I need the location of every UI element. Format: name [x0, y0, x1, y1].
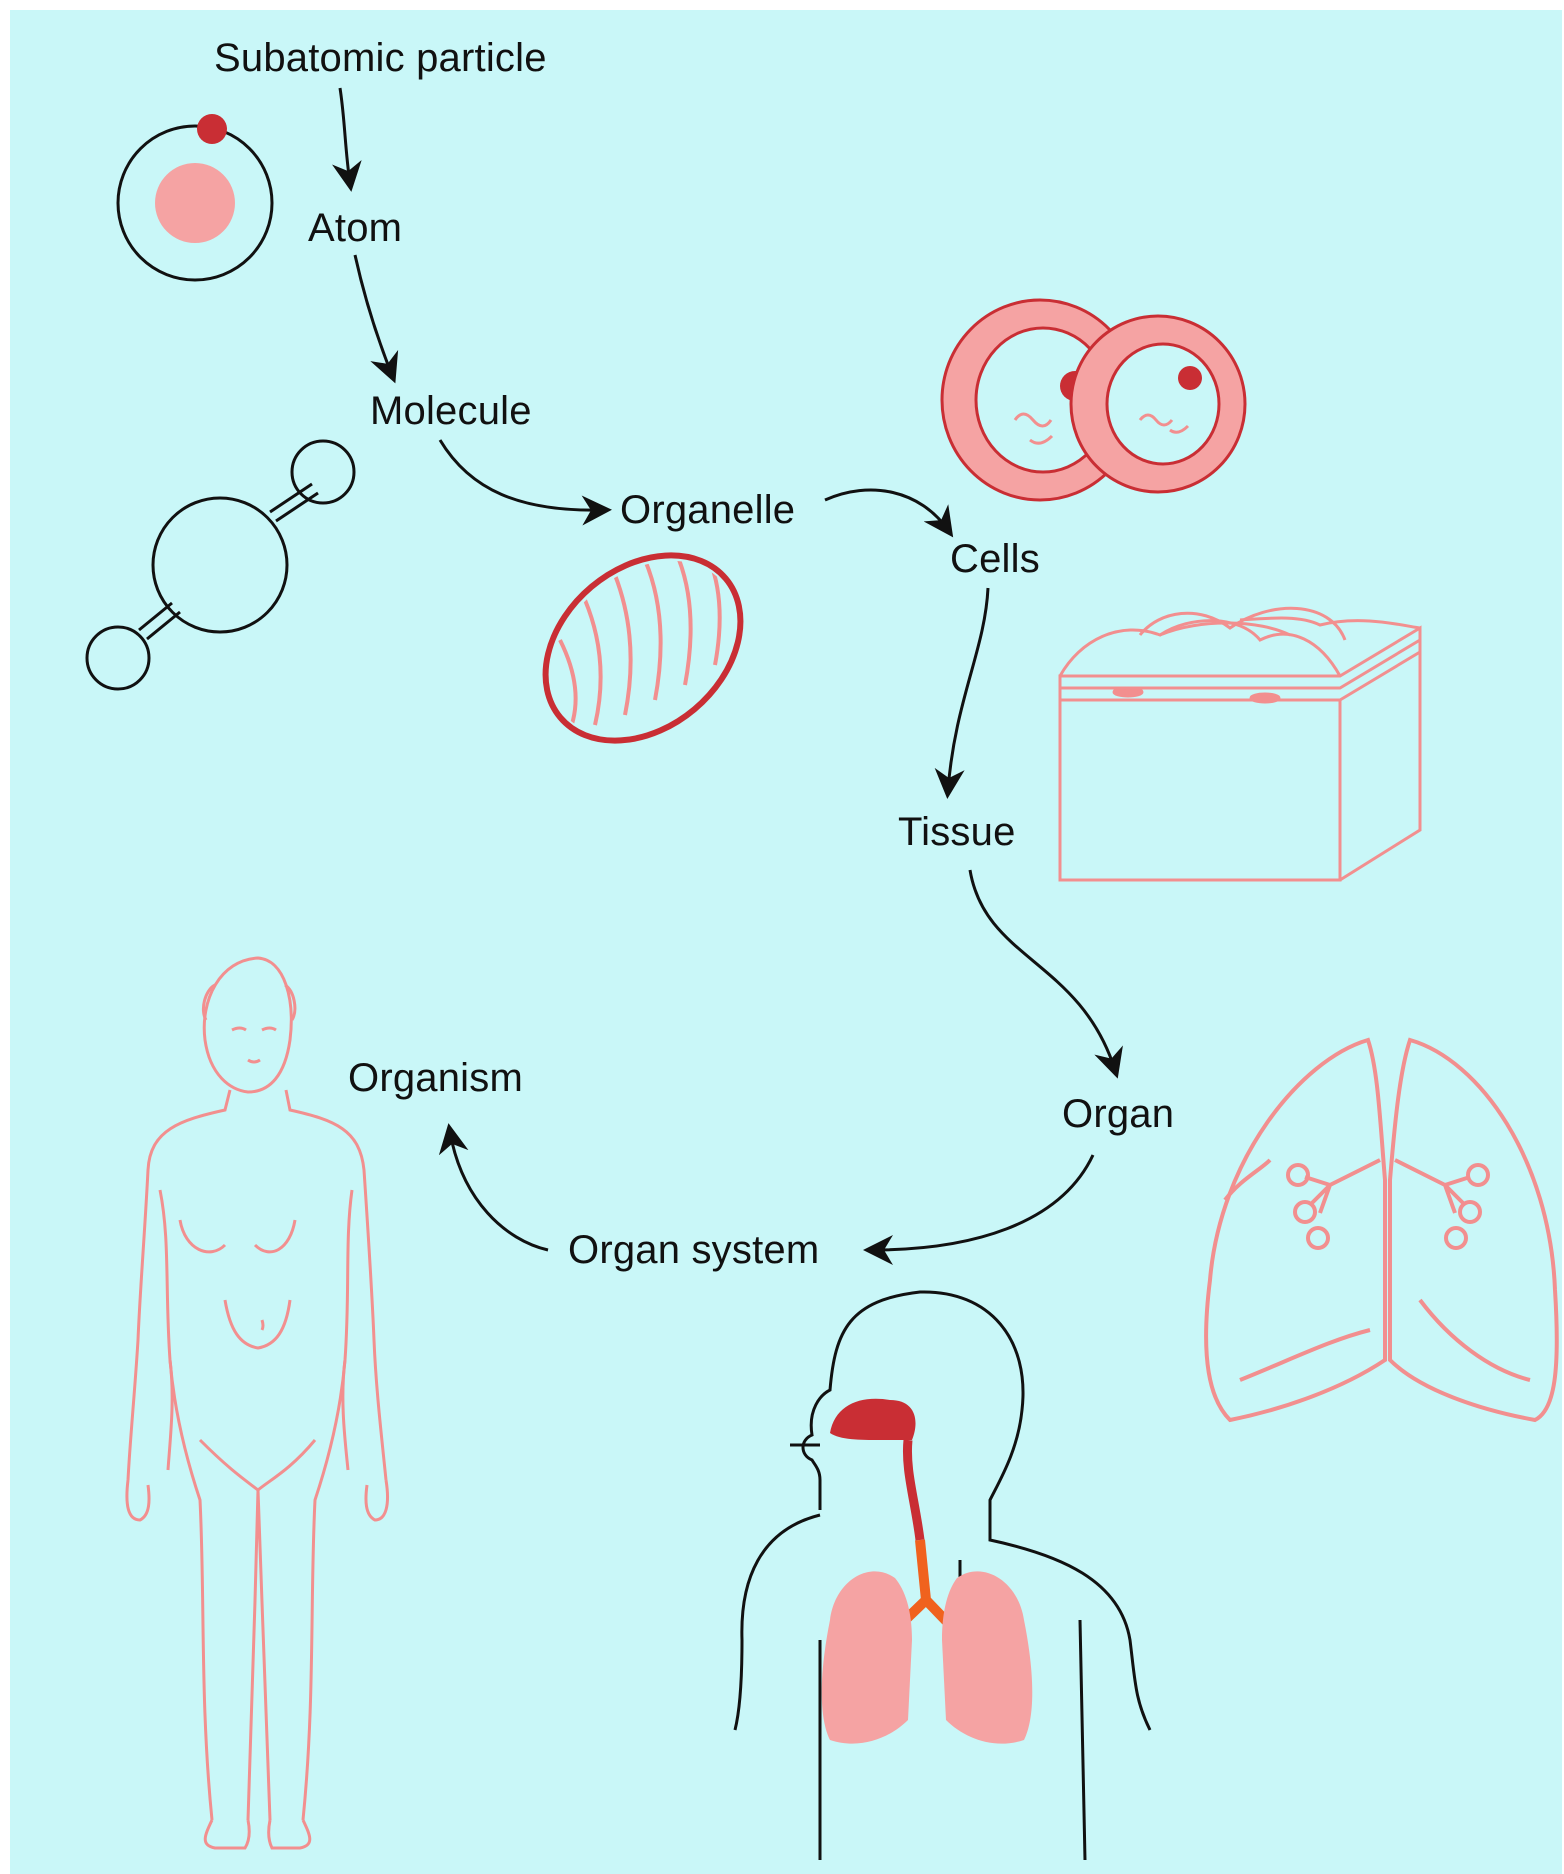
arrow-cells-to-tissue	[948, 588, 988, 790]
label-organ-system: Organ system	[568, 1230, 819, 1270]
label-cells: Cells	[950, 539, 1040, 579]
tissue-icon	[1060, 608, 1420, 880]
label-atom: Atom	[308, 208, 402, 248]
label-organelle: Organelle	[620, 490, 795, 530]
respiratory-system-icon	[735, 1292, 1150, 1860]
cells-icon	[942, 300, 1245, 500]
molecule-icon	[87, 441, 354, 689]
atom-icon	[118, 114, 272, 280]
arrow-organ-system-to-organism	[450, 1132, 548, 1250]
mitochondrion-icon	[509, 517, 777, 778]
arrow-organelle-to-cells	[825, 490, 948, 530]
arrow-subatomic-to-atom	[340, 88, 350, 183]
arrow-molecule-to-organelle	[440, 440, 603, 510]
arrow-organ-to-organ-system	[872, 1155, 1093, 1250]
label-organism: Organism	[348, 1058, 523, 1098]
label-subatomic-particle: Subatomic particle	[214, 38, 547, 78]
lungs-icon	[1206, 1040, 1557, 1420]
arrow-tissue-to-organ	[970, 870, 1115, 1070]
arrow-atom-to-molecule	[355, 255, 392, 375]
label-molecule: Molecule	[370, 391, 532, 431]
label-tissue: Tissue	[898, 812, 1016, 852]
label-organ: Organ	[1062, 1094, 1174, 1134]
